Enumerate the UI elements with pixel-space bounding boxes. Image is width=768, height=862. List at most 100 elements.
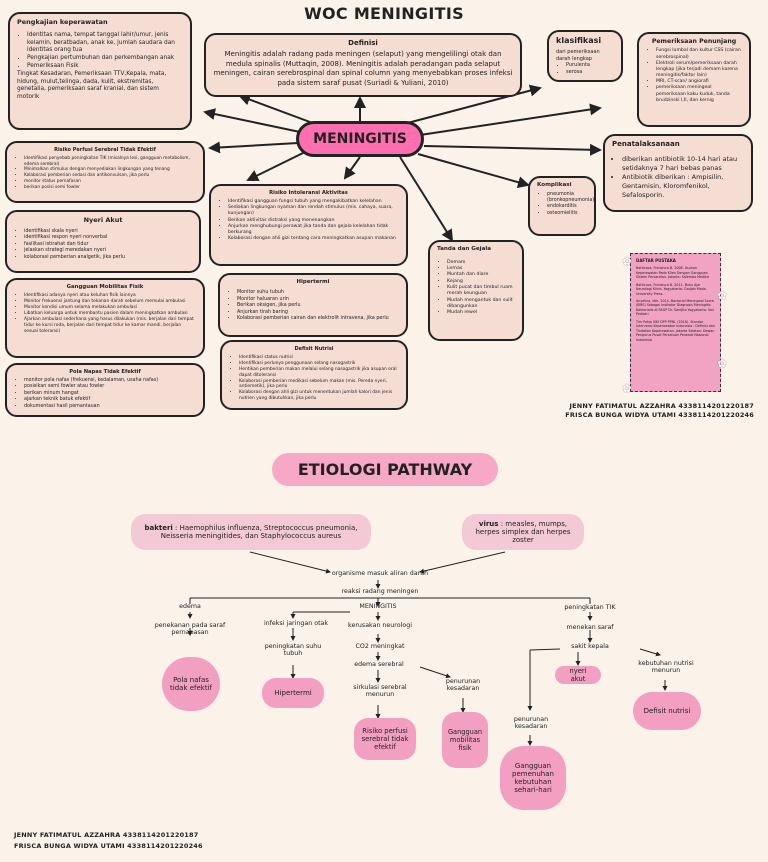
list-item: Monitor frekuensi jantung dan tekanan da… bbox=[24, 299, 196, 305]
perfusi-title: Risiko Perfusi Serebral Tidak Efektif bbox=[54, 147, 156, 153]
list-item: Ajarkan ambulasi sederhana yang harus di… bbox=[24, 317, 196, 335]
list-item: jelaskan strategi meredakan nyeri bbox=[24, 248, 192, 254]
node-meningitis: MENINGITIS bbox=[359, 603, 397, 610]
tanda-title: Tanda dan Gejala bbox=[437, 246, 492, 252]
intoleransi-title: Risiko Intoleransi Aktivitas bbox=[269, 190, 348, 196]
list-item: dokumentasi hasil pemantauan bbox=[24, 404, 196, 410]
list-item: berikan minum hangat bbox=[24, 391, 196, 397]
definisi-box: Definisi Meningitis adalah radang pada m… bbox=[204, 33, 522, 97]
center-node: MENINGITIS bbox=[296, 121, 424, 157]
pustaka-item: Batticaca, Fransisca B. 2008. Asuhan Kep… bbox=[636, 266, 709, 280]
list-item: Elektroli serum/pemeriksaan darah lengka… bbox=[656, 61, 742, 80]
node-sirkulasi: sirkulasi serebral menurun bbox=[353, 684, 407, 698]
nutrisi-box: Defisit Nutrisi Identifikasi status nutr… bbox=[220, 340, 408, 410]
tanda-box: Tanda dan Gejala Demam Lemas Muntah dan … bbox=[428, 240, 524, 341]
node-edema: edema bbox=[179, 603, 201, 610]
klasifikasi-text: dari pemeriksaan darah lengkap bbox=[556, 48, 600, 62]
list-item: Pemeriksaan Fisik bbox=[27, 63, 183, 71]
pustaka-item: Batticaca, Fransisca B. 2011. Buku Ajar … bbox=[636, 282, 706, 296]
list-item: berikan posisi semi fowler bbox=[24, 185, 196, 191]
pengkajian-extra: Tingkat Kesadaran, Pemeriksaan TTV,Kepal… bbox=[17, 70, 167, 101]
nyeri-box: Nyeri Akut identifikasi skala nyeri iden… bbox=[5, 210, 201, 273]
list-item: Anjurkan menghubungi perawat jika tanda … bbox=[228, 224, 399, 236]
page-title: WOC MENINGITIS bbox=[304, 4, 464, 23]
komplikasi-title: Komplikasi bbox=[537, 182, 572, 188]
klasifikasi-title: klasifikasi bbox=[556, 36, 602, 45]
list-item: pemeriksaan meningeal pemeriksaan kaku k… bbox=[656, 85, 742, 104]
nutrisi-title: Defisit Nutrisi bbox=[294, 346, 334, 352]
nyeri-title: Nyeri Akut bbox=[83, 216, 123, 224]
list-item: Kolaborasi dengan ahli gizi tentang cara… bbox=[228, 236, 399, 242]
bakteri-text: : Haemophilus influenza, Streptococcus p… bbox=[160, 524, 358, 540]
list-item: Antibiotik diberikan : Ampisilin, Gentam… bbox=[622, 173, 744, 199]
node-sakit-kepala: sakit kepala bbox=[571, 643, 609, 650]
list-item: Monitor kondisi umum selama melakukan am… bbox=[24, 305, 196, 311]
napas-box: Pola Napas Tidak Efektif monitor pola na… bbox=[5, 363, 205, 417]
mobilitas-title: Gangguan Mobilitas Fisik bbox=[66, 284, 144, 290]
list-item: monitor status pernafasan bbox=[24, 179, 196, 185]
list-item: kolaborasi pemberian analgetik, jika per… bbox=[24, 255, 192, 261]
pustaka-item: Anyelina, dkk. 2014. Bacterial Meningeal… bbox=[636, 299, 715, 317]
list-item: Muntah dan diare bbox=[447, 272, 515, 278]
definisi-text: Meningitis adalah radang pada meningen (… bbox=[213, 50, 513, 87]
intoleransi-box: Risiko Intoleransi Aktivitas Identifikas… bbox=[209, 184, 408, 266]
etiologi-title: ETIOLOGI PATHWAY bbox=[272, 453, 498, 486]
node-penurunan-kesadaran-2: penurunan kesadaran bbox=[513, 716, 549, 730]
node-edema-serebral: edema serebral bbox=[354, 661, 404, 668]
list-item: Pengkajian pertumbuhan dan perkembangan … bbox=[27, 55, 183, 63]
pengkajian-title: Pengkajian keperawatan bbox=[17, 18, 108, 26]
list-item: Demam bbox=[447, 260, 515, 266]
virus-node: virus : measles, mumps, herpes simplex d… bbox=[462, 514, 584, 550]
list-item: Monitor suhu tubuh bbox=[237, 290, 399, 296]
hipertermi-box: Hipertermi Monitor suhu tubuh Monitor ha… bbox=[218, 273, 408, 337]
list-item: osteomielitis bbox=[547, 211, 587, 217]
komplikasi-box: Komplikasi pneumonia (bronkopneumonia) e… bbox=[528, 176, 596, 236]
list-item: Mudah rewel bbox=[447, 310, 515, 316]
pustaka-item: Tim Pokja SIKI DPP PPNI. (2018). Standar… bbox=[636, 319, 715, 342]
flower-icon: ✿ bbox=[717, 357, 727, 370]
author-1: JENNY FATIMATUL AZZAHRA 4338114201220187 bbox=[569, 402, 754, 410]
list-item: Identifikasi status nutrisi bbox=[239, 355, 399, 361]
list-item: Identifikasi penyebab peningkatan TIK (m… bbox=[24, 156, 196, 168]
list-item: Berikan aktivitas distraksi yang menenan… bbox=[228, 218, 399, 224]
flower-icon: ✿ bbox=[622, 255, 632, 268]
flower-icon: ✿ bbox=[622, 382, 632, 395]
list-item: posisikan semi fowler atau fowler bbox=[24, 384, 196, 390]
node-gangguan-mobilitas: Gangguan mobilitas fisik bbox=[442, 712, 488, 768]
list-item: ajarkan teknik batuk efektif bbox=[24, 397, 196, 403]
list-item: Libatkan keluarga untuk membantu pasien … bbox=[24, 311, 196, 317]
node-peningkatan-suhu: peningkatan suhu tubuh bbox=[264, 643, 322, 657]
klasifikasi-box: klasifikasi dari pemeriksaan darah lengk… bbox=[547, 30, 623, 82]
list-item: serosa bbox=[566, 69, 614, 76]
node-organisme: organisme masuk aliran darah bbox=[331, 570, 429, 577]
node-defisit-nutrisi: Defisit nutrisi bbox=[633, 692, 701, 730]
list-item: Identifikasi gangguan fungsi tubuh yang … bbox=[228, 199, 399, 205]
node-kebutuhan-nutrisi: kebutuhan nutrisi menurun bbox=[638, 660, 694, 674]
list-item: monitor pola nafas (frekuensi, kedalaman… bbox=[24, 378, 196, 384]
author-2-bottom: FRISCA BUNGA WIDYA UTAMI 433811420122024… bbox=[14, 842, 203, 850]
author-2: FRISCA BUNGA WIDYA UTAMI 433811420122024… bbox=[565, 411, 754, 419]
pustaka-title: DAFTAR PUSTAKA bbox=[636, 258, 676, 263]
list-item: Sediakan lingkungan nyaman dan rendah st… bbox=[228, 205, 399, 217]
list-item: Hentikan pemberian makan melalui selang … bbox=[239, 367, 399, 379]
list-item: Purulenta bbox=[566, 62, 614, 69]
node-penurunan-kesadaran-1: penurunan kesadaran bbox=[445, 678, 481, 692]
list-item: Lemas bbox=[447, 266, 515, 272]
list-item: Kolaborasi pemberian medikasi sebelum ma… bbox=[239, 379, 399, 391]
node-hipertermi: Hipertermi bbox=[262, 678, 324, 708]
node-risiko-perfusi: Risiko perfusi serebral tidak efektif bbox=[354, 718, 416, 760]
node-kerusakan: kerusakan neurologi bbox=[348, 622, 412, 629]
node-pola-nafas: Pola nafas tidak efektif bbox=[162, 657, 220, 711]
list-item: Kejang bbox=[447, 279, 515, 285]
node-reaksi: reaksi radang meningen bbox=[341, 588, 419, 595]
definisi-title: Definisi bbox=[348, 39, 378, 47]
list-item: Identifikasi adanya nyeri atau keluhan f… bbox=[24, 293, 196, 299]
pengkajian-box: Pengkajian keperawatan Identitas nama, t… bbox=[8, 12, 192, 130]
node-peningkatan-tik: peningkatan TIK bbox=[564, 604, 616, 611]
list-item: Monitor haluaran urin bbox=[237, 297, 399, 303]
list-item: Kolaborasi dengan ahli gizi untuk menent… bbox=[239, 390, 399, 402]
list-item: Kolaborasi pemberian cairan dan elektrol… bbox=[237, 316, 399, 322]
node-penekanan: penekanan pada saraf pernapasan bbox=[154, 622, 226, 636]
list-item: diberikan antibiotik 10-14 hari atau set… bbox=[622, 155, 744, 173]
